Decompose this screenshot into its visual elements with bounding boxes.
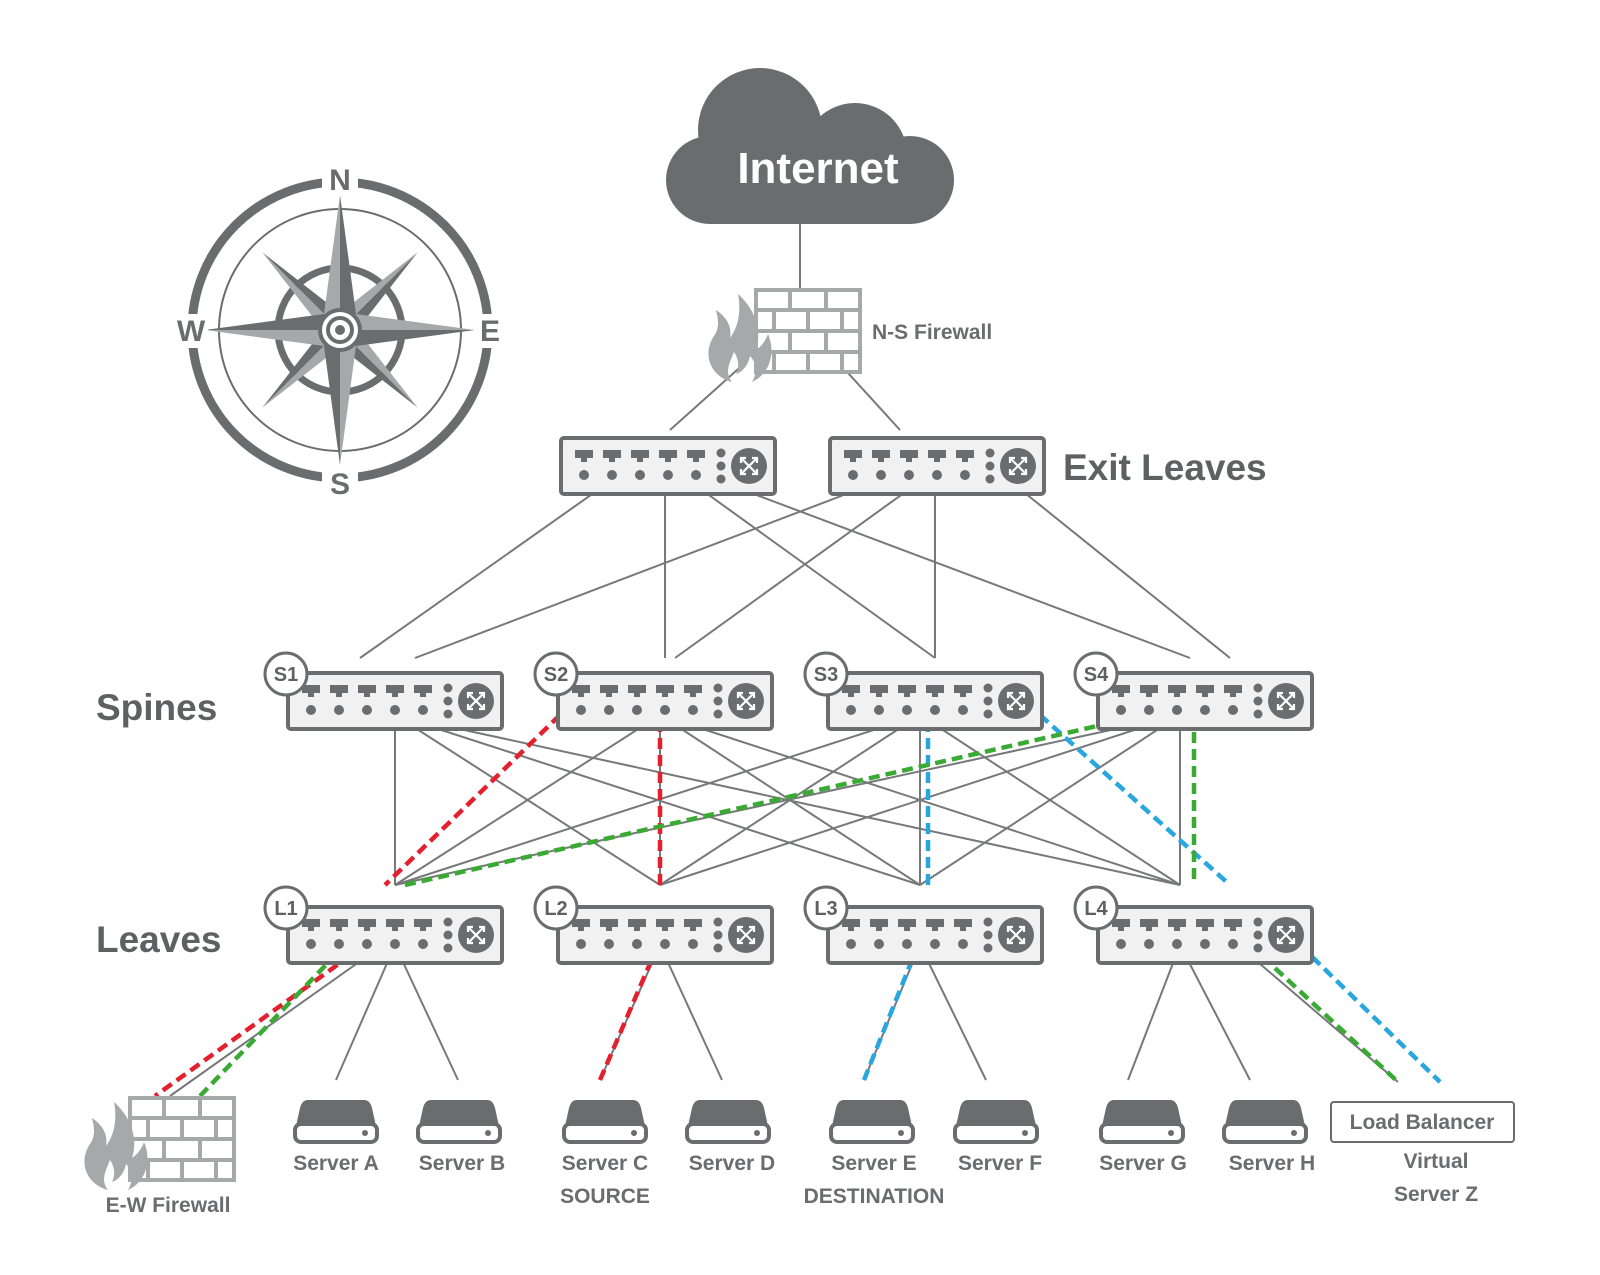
server-label: Server F [958, 1152, 1042, 1175]
leaf-badge: L4 [1084, 898, 1108, 920]
exit-leaves: Exit Leaves [559, 436, 1267, 496]
spines-label: Spines [96, 687, 217, 728]
virtual-server-label-line1: Virtual [1404, 1150, 1469, 1173]
server-label: Server C [562, 1152, 648, 1175]
ns-firewall-label: N-S Firewall [872, 321, 992, 344]
leaf-badge: L1 [274, 898, 297, 920]
ns-firewall: N-S Firewall [708, 288, 992, 382]
server-h: Server H [1222, 1098, 1315, 1175]
leaves-label: Leaves [96, 919, 222, 960]
compass-east-label: E [480, 315, 500, 348]
server-b: Server B [416, 1098, 505, 1175]
server-icon [1222, 1098, 1308, 1144]
spine-s3: S3 [803, 651, 1044, 731]
server-c: Server C SOURCE [560, 1098, 650, 1208]
exit-leaf-switch-2 [828, 436, 1046, 496]
server-icon [829, 1098, 915, 1144]
leaf-badge: L2 [544, 898, 567, 920]
green-flow-path [198, 712, 1400, 1098]
server-d: Server D [685, 1098, 775, 1175]
server-icon [1099, 1098, 1185, 1144]
leaf-badge: L3 [814, 898, 837, 920]
internet-label: Internet [737, 144, 899, 193]
leaf-l2: L2 [533, 885, 774, 965]
server-label: Server E [831, 1152, 916, 1175]
server-label: Server B [419, 1152, 505, 1175]
server-f: Server F [953, 1098, 1042, 1175]
compass-south-label: S [330, 468, 350, 501]
internet-cloud-icon: Internet [666, 68, 954, 224]
virtual-server-label-line2: Server Z [1394, 1183, 1478, 1206]
server-label: Server D [689, 1152, 775, 1175]
leaf-l1: L1 [263, 885, 504, 965]
spine-badge: S2 [544, 664, 568, 686]
red-flow-path [153, 713, 663, 1098]
exit-leaf-switch-1 [559, 436, 777, 496]
load-balancer-label: Load Balancer [1350, 1111, 1495, 1134]
server-icon [685, 1098, 771, 1144]
server-icon [562, 1098, 648, 1144]
destination-role-label: DESTINATION [804, 1185, 945, 1208]
ew-firewall-label: E-W Firewall [106, 1194, 231, 1217]
blue-flow-path [861, 713, 1442, 1084]
server-g: Server G [1099, 1098, 1187, 1175]
compass-icon: N S W E [176, 162, 506, 501]
compass-west-label: W [177, 315, 206, 348]
spine-badge: S4 [1084, 664, 1109, 686]
spine-s4: S4 [1073, 651, 1314, 731]
server-icon [416, 1098, 502, 1144]
server-label: Server H [1229, 1152, 1315, 1175]
spine-s2: S2 [533, 651, 774, 731]
spine-badge: S3 [814, 664, 838, 686]
leaf-l4: L4 [1073, 885, 1314, 965]
exit-leaves-label: Exit Leaves [1063, 447, 1267, 488]
server-a: Server A [293, 1098, 379, 1175]
server-label: Server A [293, 1152, 379, 1175]
ew-firewall: E-W Firewall [84, 1096, 236, 1217]
server-e: Server E DESTINATION [804, 1098, 945, 1208]
server-icon [293, 1098, 379, 1144]
leaf-l3: L3 [803, 885, 1044, 965]
source-role-label: SOURCE [560, 1185, 650, 1208]
server-label: Server G [1099, 1152, 1187, 1175]
compass-north-label: N [329, 164, 351, 197]
load-balancer: Load Balancer Virtual Server Z [1330, 1101, 1515, 1206]
spine-s1: S1 [263, 651, 504, 731]
firewall-wall-icon [754, 288, 862, 374]
server-icon [953, 1098, 1039, 1144]
spine-badge: S1 [274, 664, 298, 686]
